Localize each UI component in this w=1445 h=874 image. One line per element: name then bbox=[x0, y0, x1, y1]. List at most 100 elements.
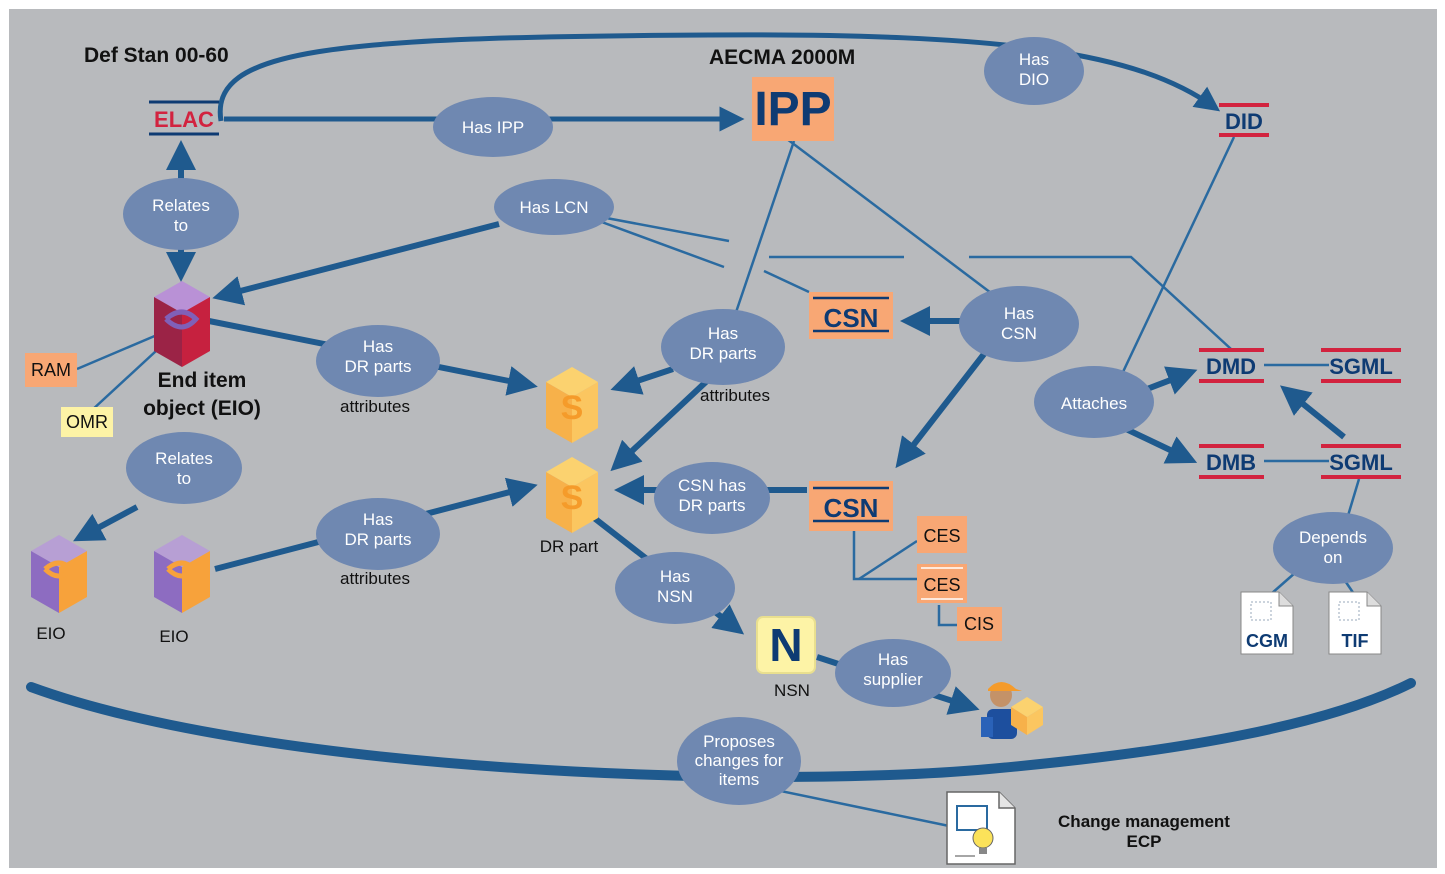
omr-box bbox=[61, 407, 113, 437]
ces2-label: CES bbox=[923, 575, 960, 595]
diagram-svg: Def Stan 00-60 AECMA 2000M End item obje… bbox=[25, 32, 1416, 865]
change-mgmt-heading-line2: ECP bbox=[1127, 832, 1162, 851]
csn-has-dr-parts-text-2: DR parts bbox=[678, 496, 745, 515]
ces-cis-line bbox=[937, 605, 957, 627]
has-dr-parts-ipp-ellipse: Has DR parts bbox=[661, 309, 785, 385]
proposes-text-1: Proposes bbox=[703, 732, 775, 751]
change-mgmt-heading-line1: Change management bbox=[1058, 812, 1230, 831]
relates-to-eio1-arrow bbox=[73, 504, 139, 542]
csn-ces2-line bbox=[852, 531, 917, 581]
thick-arrows bbox=[73, 106, 1346, 715]
csn-has-dr-parts-ellipse: CSN has DR parts bbox=[654, 462, 770, 534]
proposes-text-2: changes for bbox=[695, 751, 784, 770]
has-supplier-text-2: supplier bbox=[863, 670, 923, 689]
ces2-box bbox=[917, 564, 967, 603]
has-csn-text-2: CSN bbox=[1001, 324, 1037, 343]
has-lcn-arrow bbox=[212, 221, 500, 306]
ram-tag: RAM bbox=[25, 353, 77, 387]
has-csn-ellipse: Has CSN bbox=[959, 286, 1079, 362]
has-supplier-text-1: Has bbox=[878, 650, 908, 669]
eio2-cube-icon bbox=[154, 535, 210, 613]
csn-top-label: CSN bbox=[824, 303, 879, 333]
dr-part-s-cube-icon: S bbox=[546, 457, 598, 533]
sgml-bottom-node: SGML bbox=[1321, 444, 1401, 479]
ipp-label: IPP bbox=[754, 83, 831, 136]
relates-to-bottom-text-2: to bbox=[177, 469, 191, 488]
dr-part-label: DR part bbox=[540, 537, 599, 556]
dr-parts-s-cube-icon: S bbox=[546, 367, 598, 443]
svg-text:S: S bbox=[561, 389, 584, 427]
bottom-arc bbox=[26, 678, 1416, 782]
sgml-top-node: SGML bbox=[1321, 348, 1401, 383]
csn-ces1-line bbox=[858, 539, 918, 581]
eio-main-cube-icon bbox=[154, 281, 210, 367]
omr-tag: OMR bbox=[61, 407, 113, 437]
nsn-letter: N bbox=[769, 619, 802, 671]
has-supplier-ellipse: Has supplier bbox=[835, 639, 951, 707]
has-csn-to-csn2-arrow bbox=[895, 352, 987, 469]
has-dr-parts-ipp-text-2: DR parts bbox=[689, 344, 756, 363]
dmd-node: DMD bbox=[1199, 348, 1264, 383]
elac-to-did-curve bbox=[217, 32, 1221, 122]
lcn-segment-b bbox=[763, 269, 810, 294]
nsn-icon: N bbox=[756, 616, 816, 674]
cis-node: CIS bbox=[957, 607, 1002, 641]
diagram-canvas: Def Stan 00-60 AECMA 2000M End item obje… bbox=[9, 9, 1437, 868]
has-csn-text-1: Has bbox=[1004, 304, 1034, 323]
has-dr-parts-eio-text-1: Has bbox=[363, 337, 393, 356]
did-node: DID bbox=[1219, 103, 1269, 137]
has-dio-ellipse: Has DIO bbox=[984, 37, 1084, 105]
has-ipp-ellipse: Has IPP bbox=[433, 97, 553, 157]
depends-on-text-1: Depends bbox=[1299, 528, 1367, 547]
ram-box bbox=[25, 353, 77, 387]
has-dr-parts-ipp-text-1: Has bbox=[708, 324, 738, 343]
did-label: DID bbox=[1225, 109, 1263, 134]
tif-label: TIF bbox=[1342, 631, 1369, 651]
ram-line bbox=[76, 333, 158, 371]
did-to-attaches-line bbox=[1112, 136, 1236, 392]
relates-to-bottom-ellipse: Relates to bbox=[126, 432, 242, 504]
csn-top-node: CSN bbox=[809, 292, 893, 339]
attributes-label-3: attributes bbox=[340, 569, 410, 588]
ces2-node: CES bbox=[917, 564, 967, 603]
svg-text:S: S bbox=[561, 479, 584, 517]
has-nsn-text-2: NSN bbox=[657, 587, 693, 606]
sgml-top-label: SGML bbox=[1329, 354, 1393, 379]
ecp-document-icon bbox=[946, 791, 1016, 865]
tif-file-icon: TIF bbox=[1328, 591, 1382, 655]
csn-has-dr-parts-text-1: CSN has bbox=[678, 476, 746, 495]
attaches-ellipse: Attaches bbox=[1034, 366, 1154, 438]
has-dr-parts-low-text-2: DR parts bbox=[344, 530, 411, 549]
has-lcn-text: Has LCN bbox=[520, 198, 589, 217]
dmb-node: DMB bbox=[1199, 444, 1264, 479]
end-item-heading-line2: object (EIO) bbox=[143, 397, 261, 420]
end-item-heading-line1: End item bbox=[158, 369, 247, 392]
proposes-text-3: items bbox=[719, 770, 760, 789]
attaches-text: Attaches bbox=[1061, 394, 1127, 413]
ipp-node: IPP bbox=[752, 77, 834, 141]
relates-to-bottom-text-1: Relates bbox=[155, 449, 213, 468]
has-dr-parts-eio-ellipse: Has DR parts bbox=[316, 325, 440, 397]
lcn-line-1 bbox=[600, 215, 730, 243]
ces1-label: CES bbox=[923, 526, 960, 546]
has-ipp-text: Has IPP bbox=[462, 118, 524, 137]
sgml-bottom-label: SGML bbox=[1329, 450, 1393, 475]
dmb-label: DMB bbox=[1206, 450, 1256, 475]
has-dr-parts-low-ellipse: Has DR parts bbox=[316, 498, 440, 570]
sgml-to-dmd-arrow bbox=[1279, 385, 1346, 440]
has-lcn-ellipse: Has LCN bbox=[494, 179, 614, 235]
nsn-box bbox=[756, 616, 816, 674]
relates-to-top-ellipse: Relates to bbox=[123, 178, 239, 250]
has-dr-parts-low-text-1: Has bbox=[363, 510, 393, 529]
ipp-box bbox=[752, 77, 834, 141]
ces1-box bbox=[917, 516, 967, 553]
cis-box bbox=[957, 607, 1002, 641]
csn-bottom-node: CSN bbox=[809, 481, 893, 531]
relates-to-top-text-2: to bbox=[174, 216, 188, 235]
proposes-ellipse: Proposes changes for items bbox=[677, 717, 801, 805]
has-nsn-ellipse: Has NSN bbox=[615, 552, 735, 624]
csn-bottom-label: CSN bbox=[824, 493, 879, 523]
eio-label-2: EIO bbox=[159, 627, 188, 646]
aecma-heading: AECMA 2000M bbox=[709, 46, 855, 69]
ipp-to-dr-parts-line bbox=[729, 140, 796, 328]
